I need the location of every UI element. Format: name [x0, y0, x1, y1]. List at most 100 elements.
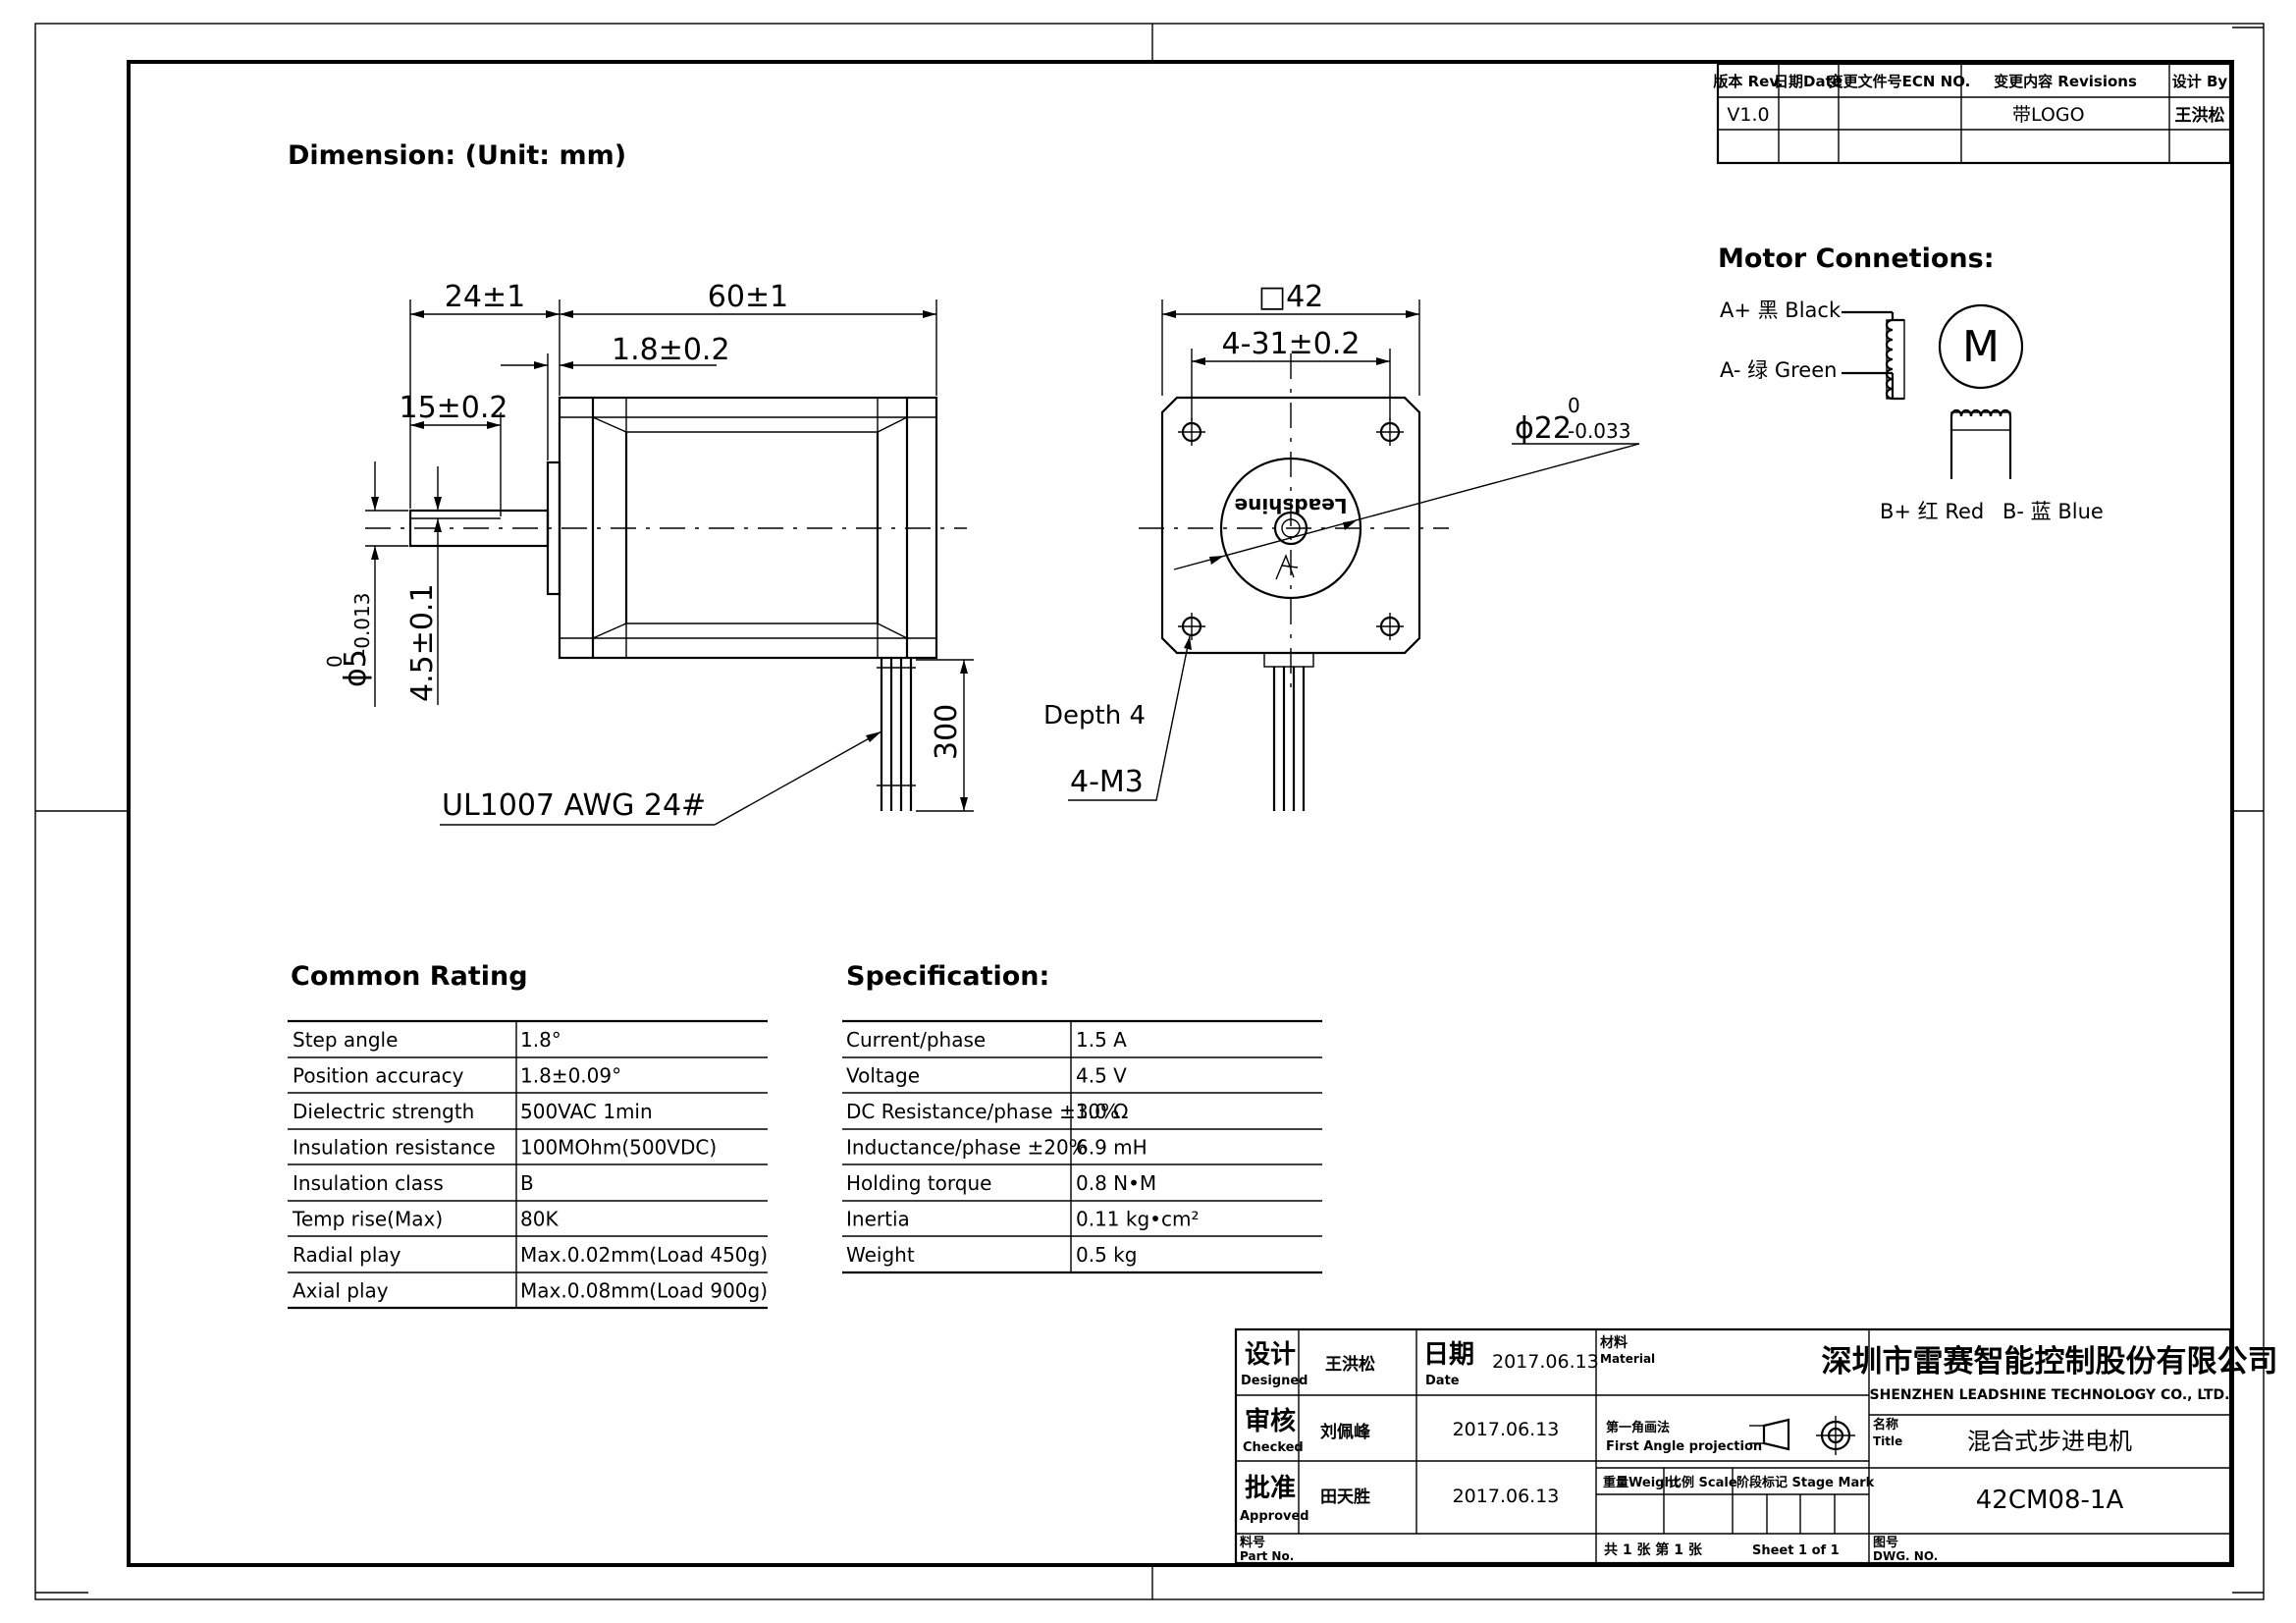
- dim-square: □42: [1258, 280, 1324, 314]
- dim-lead-length: 300: [930, 704, 964, 760]
- common-rating-row-label: Insulation resistance: [293, 1136, 496, 1160]
- common-rating-row-label: Temp rise(Max): [292, 1208, 443, 1231]
- dim-hole-pitch: 4-31±0.2: [1222, 327, 1361, 361]
- tb-approved-name: 田天胜: [1320, 1488, 1370, 1507]
- dim-flat-depth: 4.5±0.1: [405, 583, 440, 702]
- motor-logo-text: Leadshine: [1235, 494, 1348, 517]
- motor-symbol-circle: [1938, 303, 2024, 390]
- rev-row1-by: 王洪松: [2175, 105, 2225, 126]
- tb-designed-date: 2017.06.13: [1492, 1351, 1599, 1373]
- dim-flange: 1.8±0.2: [612, 333, 730, 367]
- revision-table: 版本 Rev. 日期Date 变更文件号ECN NO. 变更内容 Revisio…: [1713, 62, 2232, 165]
- wire-spec-label: UL1007 AWG 24#: [442, 788, 706, 823]
- spec-row-value: 0.11 kg•cm²: [1076, 1208, 1199, 1231]
- tb-approved-cn: 批准: [1245, 1474, 1296, 1503]
- common-rating-row-label: Radial play: [293, 1243, 401, 1267]
- tb-checked-name: 刘佩峰: [1320, 1422, 1371, 1442]
- dim-flat-length: 15±0.2: [399, 391, 507, 425]
- tb-company-en: SHENZHEN LEADSHINE TECHNOLOGY CO., LTD.: [1870, 1387, 2230, 1403]
- rev-header-ecn: 变更文件号ECN NO.: [1829, 73, 1971, 90]
- lead-wires-front: [1263, 652, 1314, 811]
- tb-date-en: Date: [1425, 1374, 1460, 1388]
- common-rating-table: Common Rating Step angle 1.8° Position acc…: [288, 961, 768, 1310]
- wire-b-plus-label: B+ 红 Red: [1880, 500, 1984, 523]
- tb-material-cn: 材料: [1600, 1334, 1628, 1351]
- tb-part-no-cn: 料号: [1240, 1535, 1265, 1550]
- tb-sheet-cn: 共 1 张 第 1 张: [1604, 1542, 1703, 1558]
- common-rating-row-value: 1.8°: [520, 1028, 561, 1052]
- tb-title-value: 混合式步进电机: [1967, 1428, 2132, 1455]
- rev-row1-version: V1.0: [1727, 104, 1769, 126]
- spec-row-value: 6.9 mH: [1076, 1136, 1148, 1160]
- motor-symbol-letter: M: [1962, 322, 2000, 372]
- common-rating-row-value: Max.0.02mm(Load 450g): [520, 1243, 768, 1267]
- spec-row-value: 1.5 A: [1076, 1028, 1127, 1052]
- coil-a-icon: [1842, 310, 1905, 401]
- dimension-heading: Dimension: (Unit: mm): [288, 140, 626, 171]
- spec-row-label: Weight: [846, 1243, 915, 1267]
- tb-title-label-en: Title: [1873, 1434, 1902, 1448]
- rev-header-date: 日期Date: [1774, 73, 1842, 90]
- spec-row-label: Holding torque: [846, 1171, 991, 1195]
- tb-projection-en: First Angle projection: [1606, 1439, 1762, 1454]
- tb-designed-name: 王洪松: [1325, 1354, 1375, 1375]
- dim-shaft-tol-upper: 0: [323, 655, 347, 668]
- mount-holes: [1178, 418, 1404, 640]
- motor-connections: Motor Connetions: M A+ 黑 Black A- 绿 Gree…: [1718, 243, 2104, 523]
- wire-a-minus-label: A- 绿 Green: [1720, 358, 1837, 382]
- rev-row1-revision: 带LOGO: [2012, 104, 2085, 126]
- dim-shaft-length: 24±1: [445, 280, 525, 314]
- logo-mark-icon: [1275, 554, 1299, 580]
- spec-row-value: 0.8 N•M: [1076, 1171, 1156, 1195]
- common-rating-row-label: Axial play: [293, 1279, 389, 1303]
- specification-title: Specification:: [846, 961, 1049, 992]
- spec-row-value: 3.0 Ω: [1076, 1100, 1128, 1123]
- common-rating-row-value: Max.0.08mm(Load 900g): [520, 1279, 768, 1303]
- common-rating-row-label: Position accuracy: [293, 1064, 464, 1088]
- tb-part-no-en: Part No.: [1240, 1549, 1294, 1563]
- connections-title: Motor Connetions:: [1718, 243, 1995, 274]
- tb-weight: 重量Weight: [1603, 1475, 1680, 1490]
- spec-row-label: Inductance/phase ±20%: [846, 1136, 1088, 1160]
- drawing-frame: [34, 23, 2265, 1600]
- tb-designed-cn: 设计: [1245, 1340, 1296, 1370]
- dim-screw-thread: 4-M3: [1070, 765, 1144, 799]
- first-angle-projection-icon: [1749, 1416, 1855, 1455]
- tb-approved-date: 2017.06.13: [1453, 1486, 1560, 1507]
- wire-a-plus-label: A+ 黑 Black: [1720, 298, 1842, 322]
- front-boss-circle: [1219, 457, 1362, 600]
- tb-dwg-cn: 图号: [1873, 1536, 1898, 1550]
- front-view: Leadshine □42 4-31±0.2 ϕ22 0 -0.033: [1043, 280, 1640, 811]
- title-block: 设计 Designed 王洪松 日期 Date 2017.06.13 材料 Ma…: [1234, 1327, 2278, 1565]
- tb-material-en: Material: [1600, 1352, 1655, 1366]
- tb-company-cn: 深圳市雷赛智能控制股份有限公司: [1822, 1344, 2278, 1380]
- common-rating-row-label: Step angle: [293, 1028, 398, 1052]
- common-rating-row-value: B: [520, 1171, 534, 1195]
- rev-header-revisions: 变更内容 Revisions: [1994, 73, 2137, 90]
- spec-row-label: DC Resistance/phase ±10%: [846, 1100, 1119, 1123]
- rev-header-version: 版本 Rev.: [1713, 73, 1783, 90]
- dim-shaft-tol-lower: -0.013: [350, 593, 374, 656]
- tb-checked-date: 2017.06.13: [1453, 1419, 1560, 1440]
- dim-body-length: 60±1: [708, 280, 788, 314]
- spec-row-value: 4.5 V: [1076, 1064, 1127, 1088]
- spec-row-label: Voltage: [846, 1064, 920, 1088]
- common-rating-row-value: 80K: [520, 1208, 559, 1231]
- tb-sheet-en: Sheet 1 of 1: [1752, 1543, 1840, 1558]
- spec-row-label: Current/phase: [846, 1028, 986, 1052]
- spec-row-label: Inertia: [846, 1208, 910, 1231]
- tb-approved-en: Approved: [1240, 1509, 1309, 1524]
- specification-table: Specification: Current/phase 1.5 A Voltage…: [842, 961, 1322, 1274]
- dim-boss-tol-upper: 0: [1568, 394, 1580, 417]
- common-rating-row-value: 1.8±0.09°: [520, 1064, 621, 1088]
- wire-b-minus-label: B- 蓝 Blue: [2002, 500, 2104, 523]
- common-rating-title: Common Rating: [291, 961, 528, 992]
- spec-row-value: 0.5 kg: [1076, 1243, 1137, 1267]
- coil-b-icon: [1949, 408, 2012, 479]
- tb-checked-en: Checked: [1243, 1440, 1304, 1455]
- dim-shaft-diameter: ϕ5: [339, 649, 373, 687]
- tb-date-cn: 日期: [1423, 1340, 1474, 1370]
- tb-dwg-en: DWG. NO.: [1873, 1549, 1938, 1563]
- common-rating-row-value: 500VAC 1min: [520, 1100, 653, 1123]
